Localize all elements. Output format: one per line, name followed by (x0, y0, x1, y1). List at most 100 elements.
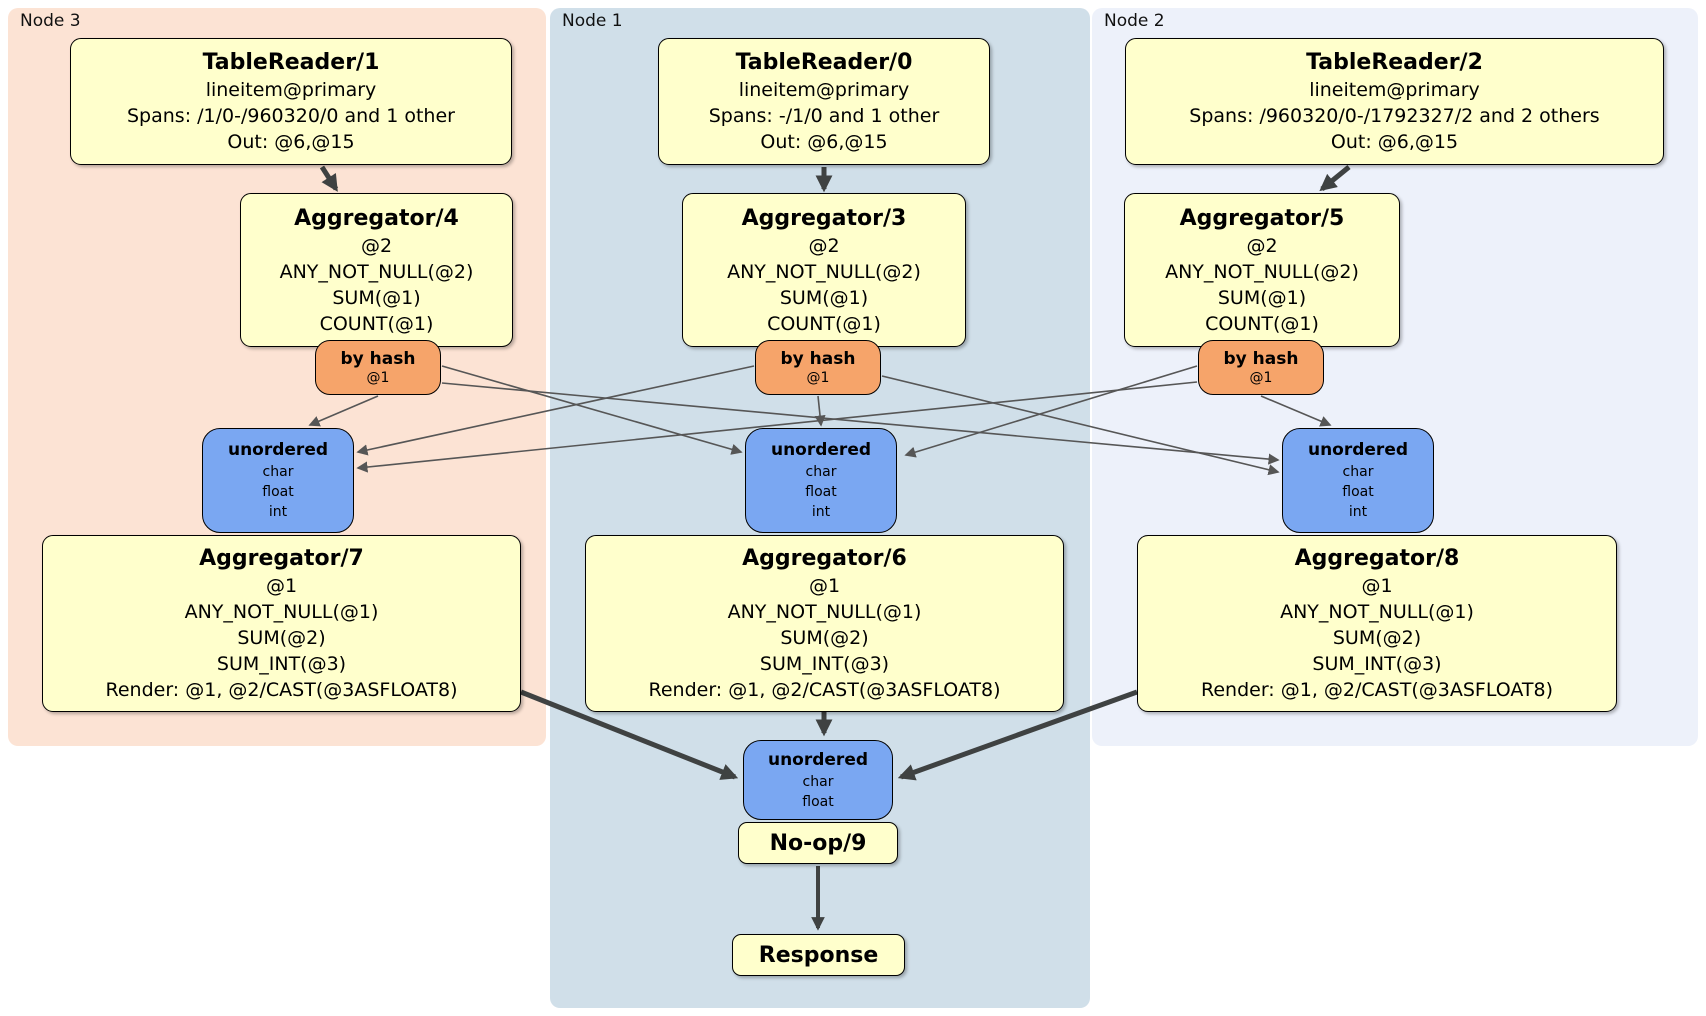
edge-aggregator7-final-sync (520, 689, 739, 780)
sync-column-type: char (1342, 464, 1374, 480)
sync-column-type: int (1348, 504, 1368, 520)
processor-index: lineitem@primary (738, 79, 910, 101)
noop-processor: No-op/9 (738, 822, 898, 864)
processor-agg-fn: SUM(@1) (332, 286, 421, 309)
tablereader-1-processor: TableReader/1 lineitem@primary Spans: /1… (70, 38, 512, 165)
unordered-sync-node3: unordered char float int (202, 428, 354, 533)
processor-groupcols: @2 (1246, 234, 1278, 257)
processor-agg-fn: SUM_INT(@3) (1312, 653, 1442, 675)
processor-title: TableReader/0 (735, 50, 913, 75)
node1-region-label: Node 1 (562, 11, 623, 31)
processor-agg-fn: SUM(@1) (779, 286, 869, 309)
router-hash-column: @1 (1249, 369, 1273, 386)
sync-title: unordered (770, 440, 872, 460)
aggregator-5-processor: Aggregator/5 @2 ANY_NOT_NULL(@2) SUM(@1)… (1124, 193, 1400, 347)
aggregator-3-processor: Aggregator/3 @2 ANY_NOT_NULL(@2) SUM(@1)… (682, 193, 966, 347)
sync-column-type: float (262, 484, 294, 500)
sync-column-type: int (811, 504, 831, 520)
processor-agg-fn: ANY_NOT_NULL(@1) (727, 601, 922, 623)
edge-tablereader2-aggregator5 (1319, 165, 1351, 192)
processor-agg-fn: COUNT(@1) (767, 312, 881, 335)
sync-column-type: float (802, 793, 834, 810)
sync-column-type: char (805, 464, 837, 480)
processor-title: No-op/9 (769, 830, 867, 856)
processor-index: lineitem@primary (205, 79, 377, 101)
processor-agg-fn: ANY_NOT_NULL(@1) (1280, 601, 1474, 623)
processor-spans: Spans: /1/0-/960320/0 and 1 other (127, 105, 455, 127)
unordered-sync-node1: unordered char float int (745, 428, 897, 533)
processor-agg-fn: SUM_INT(@3) (216, 653, 347, 675)
processor-agg-fn: COUNT(@1) (1205, 312, 1319, 335)
edge-router3-sync3 (308, 395, 379, 427)
router-hash-column: @1 (366, 369, 390, 386)
router-title: by hash (780, 348, 856, 369)
processor-title: Aggregator/5 (1179, 205, 1345, 231)
processor-title: Aggregator/3 (741, 205, 907, 231)
sync-column-type: float (1342, 484, 1374, 500)
edge-router2-sync2 (1260, 395, 1332, 427)
processor-render: Render: @1, @2/CAST(@3ASFLOAT8) (1201, 679, 1553, 701)
router-hash-column: @1 (806, 369, 830, 386)
processor-render: Render: @1, @2/CAST(@3ASFLOAT8) (648, 679, 1001, 701)
processor-index: lineitem@primary (1309, 79, 1480, 101)
processor-agg-fn: SUM(@2) (237, 627, 326, 649)
processor-title: Aggregator/4 (294, 205, 459, 231)
processor-agg-fn: COUNT(@1) (319, 312, 434, 335)
processor-title: Aggregator/7 (199, 546, 364, 571)
response-box: Response (732, 934, 905, 976)
edge-tablereader1-aggregator4 (319, 165, 339, 192)
unordered-sync-final: unordered char float (743, 740, 893, 820)
processor-agg-fn: ANY_NOT_NULL(@2) (279, 260, 474, 283)
edge-aggregator8-final-sync (897, 689, 1138, 781)
processor-groupcols: @2 (360, 234, 393, 257)
router-title: by hash (340, 348, 416, 369)
by-hash-router-node1: by hash @1 (755, 340, 881, 395)
processor-agg-fn: SUM(@2) (780, 627, 869, 649)
unordered-sync-node2: unordered char float int (1282, 428, 1434, 533)
processor-title: TableReader/1 (202, 50, 380, 75)
processor-groupcols: @2 (808, 234, 840, 257)
processor-groupcols: @1 (1361, 575, 1393, 597)
processor-spans: Spans: /960320/0-/1792327/2 and 2 others (1189, 105, 1600, 127)
processor-out: Out: @6,@15 (1330, 131, 1459, 153)
processor-title: Aggregator/8 (1294, 546, 1460, 571)
sync-title: unordered (227, 440, 329, 460)
tablereader-0-processor: TableReader/0 lineitem@primary Spans: -/… (658, 38, 990, 165)
edge-router2-sync1 (904, 365, 1198, 458)
sync-column-type: float (805, 484, 837, 500)
node2-region-label: Node 2 (1104, 11, 1165, 31)
edge-router1-sync3 (356, 365, 755, 456)
processor-title: Aggregator/6 (742, 546, 907, 571)
processor-agg-fn: SUM_INT(@3) (759, 653, 890, 675)
sync-title: unordered (1307, 440, 1409, 460)
processor-agg-fn: ANY_NOT_NULL(@2) (1165, 260, 1359, 283)
processor-agg-fn: SUM(@1) (1217, 286, 1307, 309)
by-hash-router-node2: by hash @1 (1198, 340, 1324, 395)
aggregator-4-processor: Aggregator/4 @2 ANY_NOT_NULL(@2) SUM(@1)… (240, 193, 513, 347)
edge-router3-sync1 (441, 365, 743, 455)
router-title: by hash (1223, 348, 1299, 369)
processor-agg-fn: SUM(@2) (1332, 627, 1422, 649)
sync-column-type: char (802, 773, 834, 790)
processor-title: TableReader/2 (1306, 50, 1483, 75)
processor-agg-fn: ANY_NOT_NULL(@2) (727, 260, 921, 283)
edge-router2-sync3 (356, 381, 1198, 473)
tablereader-2-processor: TableReader/2 lineitem@primary Spans: /9… (1125, 38, 1664, 165)
processor-render: Render: @1, @2/CAST(@3ASFLOAT8) (105, 679, 458, 701)
processor-spans: Spans: -/1/0 and 1 other (708, 105, 940, 127)
aggregator-7-processor: Aggregator/7 @1 ANY_NOT_NULL(@1) SUM(@2)… (42, 535, 521, 712)
processor-groupcols: @1 (265, 575, 298, 597)
node3-region-label: Node 3 (20, 11, 81, 31)
sync-column-type: int (268, 504, 288, 520)
by-hash-router-node3: by hash @1 (315, 340, 441, 395)
processor-groupcols: @1 (808, 575, 841, 597)
sync-title: unordered (767, 749, 869, 770)
processor-out: Out: @6,@15 (227, 131, 355, 153)
sync-column-type: char (262, 464, 294, 480)
processor-agg-fn: ANY_NOT_NULL(@1) (184, 601, 379, 623)
edge-router1-sync2 (881, 375, 1280, 476)
aggregator-8-processor: Aggregator/8 @1 ANY_NOT_NULL(@1) SUM(@2)… (1137, 535, 1617, 712)
response-title: Response (758, 942, 879, 968)
